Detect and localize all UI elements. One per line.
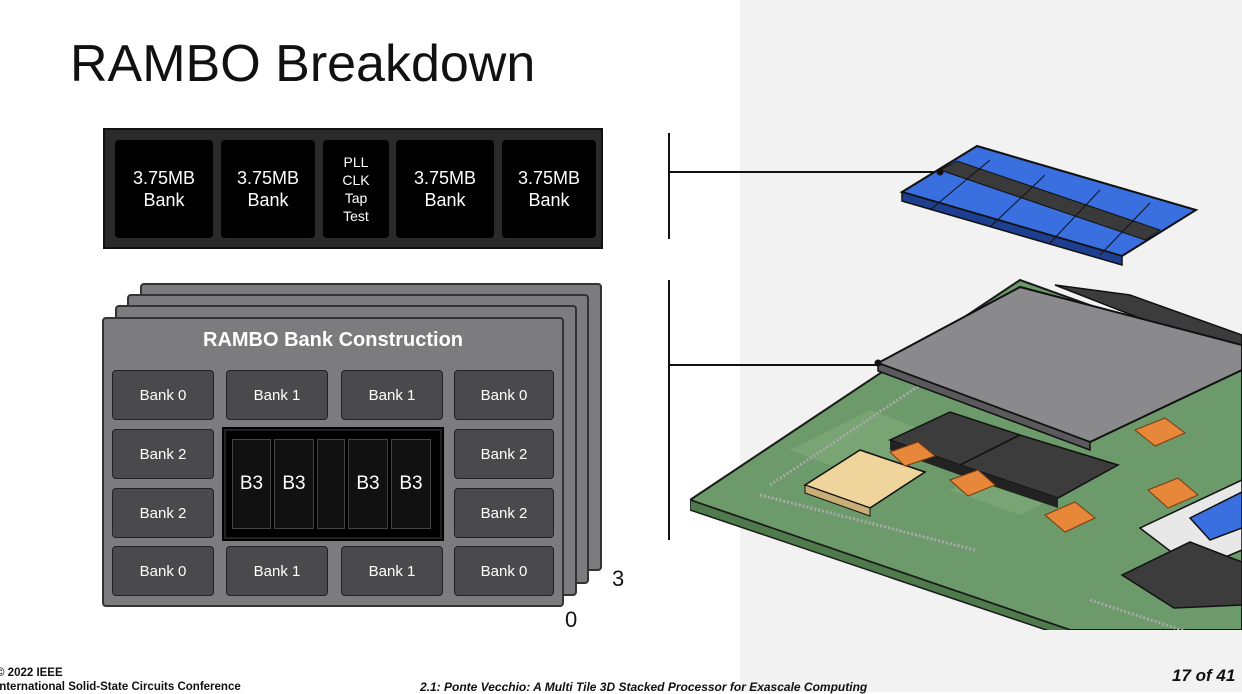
footer-talk-title: 2.1: Ponte Vecchio: A Multi Tile 3D Stac… — [420, 680, 868, 694]
construction-title: RAMBO Bank Construction — [203, 329, 463, 351]
b3-cell: B3 — [232, 439, 271, 529]
bank-cell: Bank 2 — [112, 488, 214, 538]
bracket-top — [668, 133, 670, 239]
bank-cell: Bank 0 — [454, 370, 554, 420]
layer-label-bottom: 0 — [565, 607, 578, 632]
bank-cell: Bank 1 — [226, 546, 328, 596]
bank-cell: Bank 0 — [112, 546, 214, 596]
footer-copyright: © 2022 IEEE International Solid-State Ci… — [0, 667, 241, 693]
strip-pll-cell: PLL CLK Tap Test — [323, 140, 389, 238]
rambo-bank-construction: RAMBO Bank Construction Bank 0 Bank 1 Ba… — [102, 317, 564, 607]
connector-line-bottom — [668, 364, 878, 366]
b3-cell: B3 — [348, 439, 388, 529]
package-illustration — [690, 144, 1242, 630]
bank-cell: Bank 2 — [454, 488, 554, 538]
rambo-strip: 3.75MB Bank 3.75MB Bank PLL CLK Tap Test… — [103, 128, 603, 249]
bank-cell: Bank 1 — [341, 546, 443, 596]
strip-bank-cell: 3.75MB Bank — [221, 140, 315, 238]
bank-cell: Bank 0 — [112, 370, 214, 420]
b3-cell: B3 — [274, 439, 314, 529]
bank-cell: Bank 1 — [226, 370, 328, 420]
bank-cell: Bank 1 — [341, 370, 443, 420]
bank-cell: Bank 0 — [454, 546, 554, 596]
b3-gap-cell — [317, 439, 345, 529]
strip-bank-cell: 3.75MB Bank — [396, 140, 494, 238]
bank-cell: Bank 2 — [112, 429, 214, 479]
slide-title: RAMBO Breakdown — [70, 35, 536, 93]
bracket-bottom — [668, 280, 670, 540]
layer-label-top: 3 — [612, 566, 625, 591]
strip-bank-cell: 3.75MB Bank — [502, 140, 596, 238]
bank-cell: Bank 2 — [454, 429, 554, 479]
strip-bank-cell: 3.75MB Bank — [115, 140, 213, 238]
connector-line-top — [668, 171, 940, 173]
b3-cell: B3 — [391, 439, 431, 529]
page-number: 17 of 41 — [1172, 666, 1236, 685]
b3-block: B3 B3 B3 B3 — [224, 429, 442, 539]
